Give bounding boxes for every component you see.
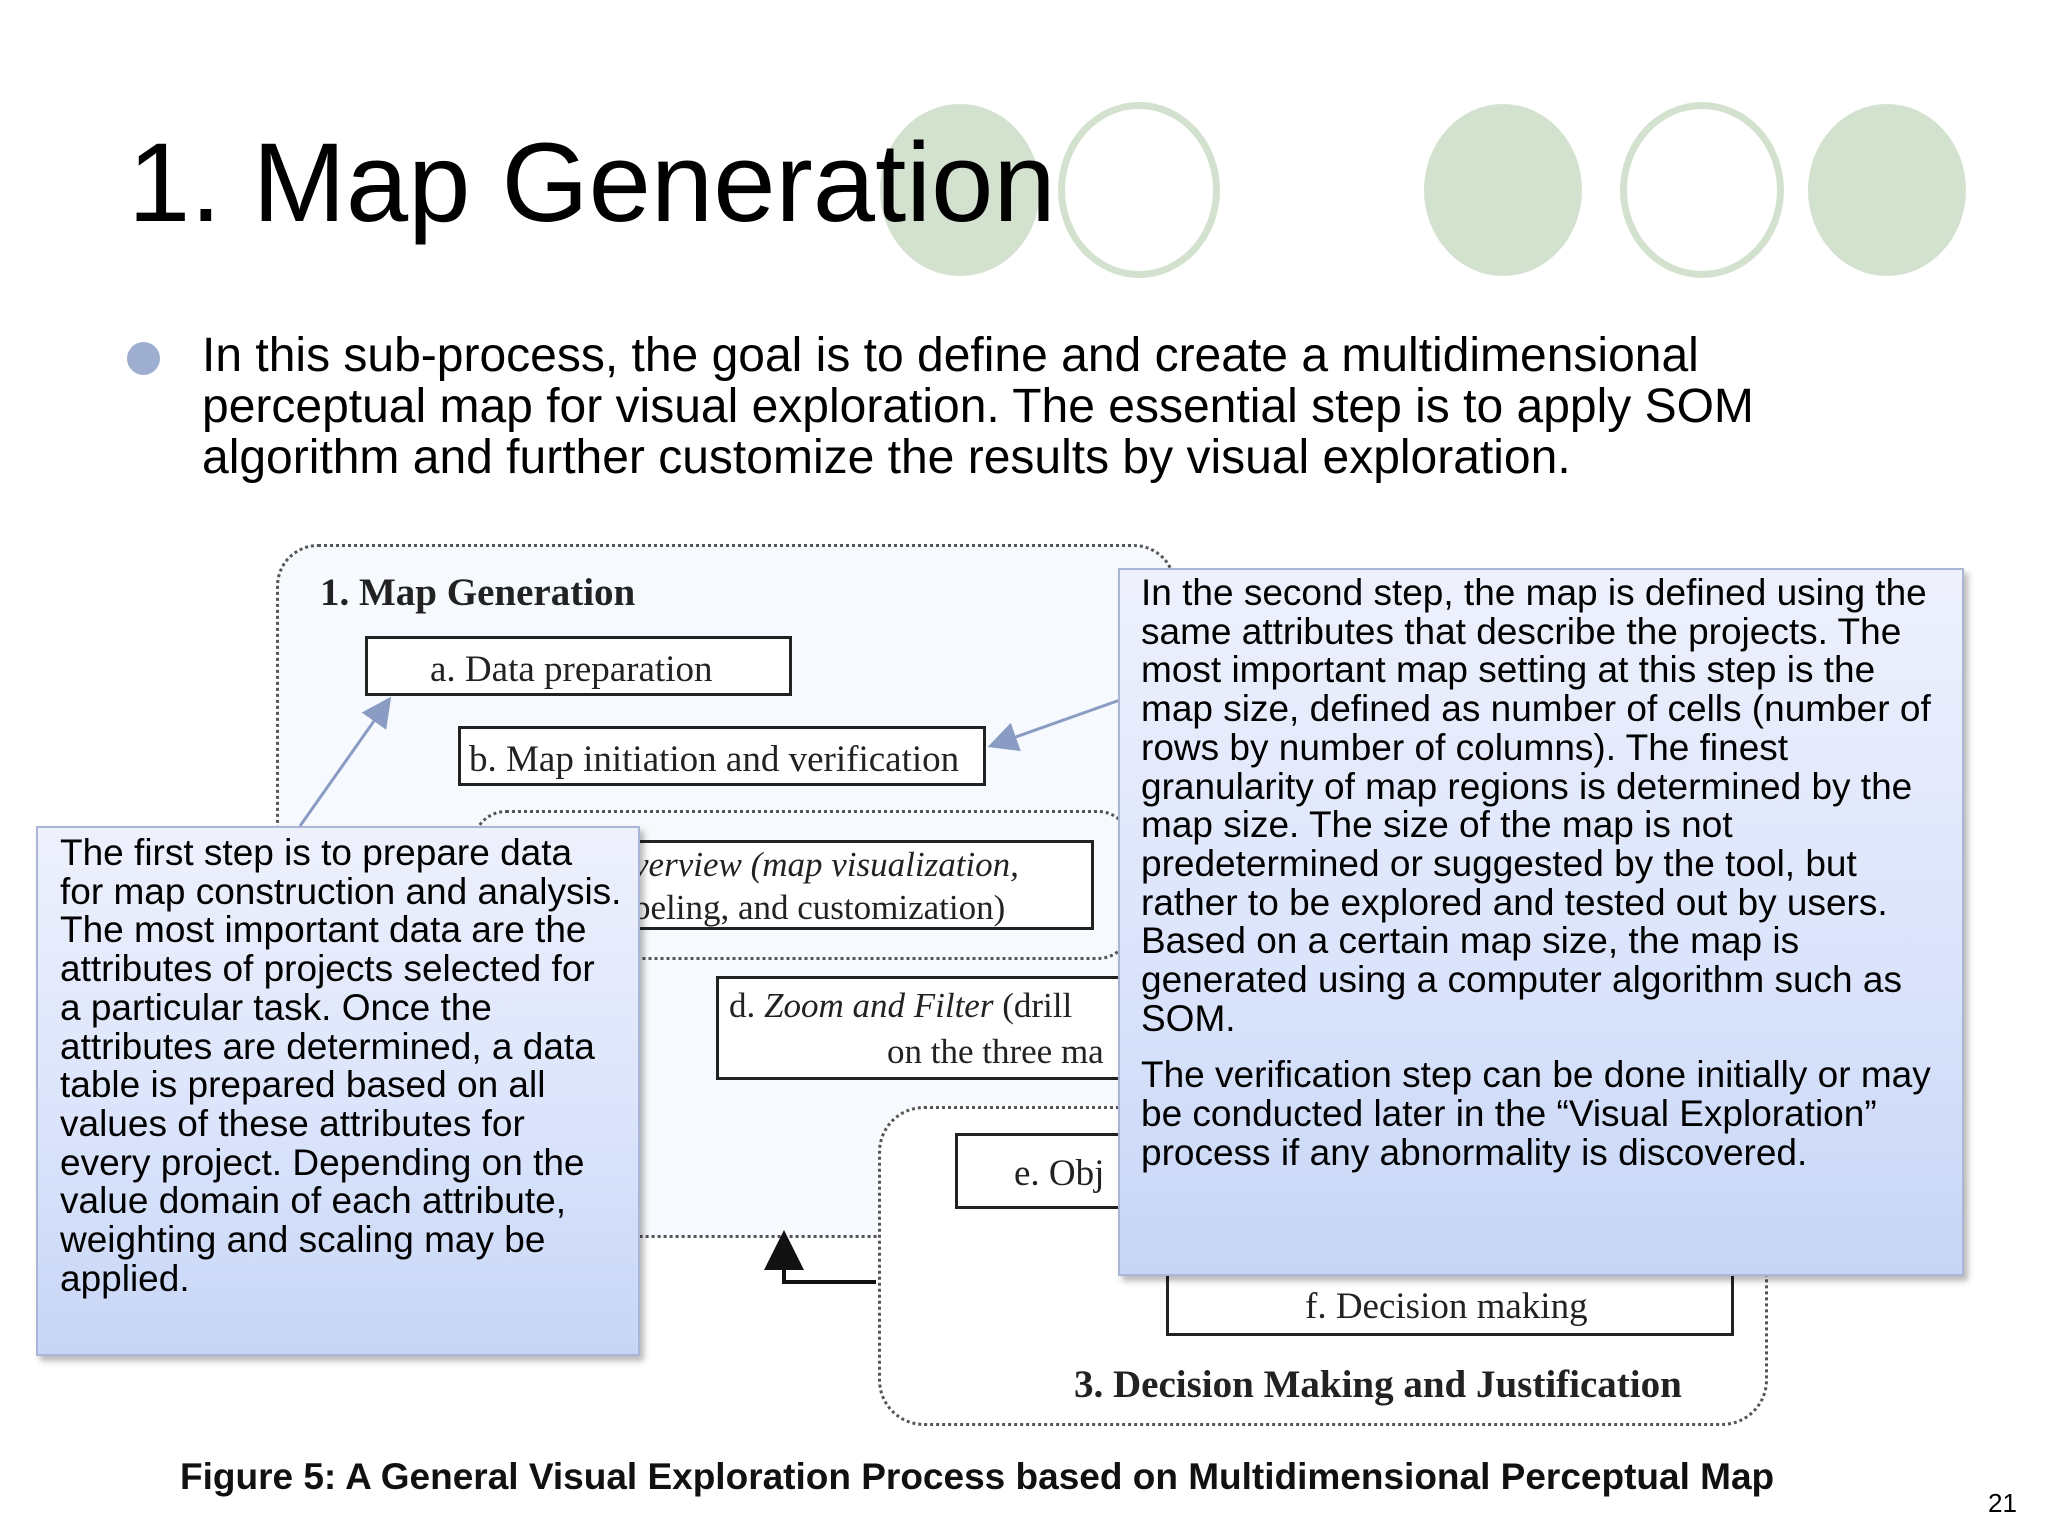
callout-map-initiation: In the second step, the map is defined u… xyxy=(1118,568,1964,1276)
step-box-overview-line2: beling, and customization) xyxy=(633,888,1006,927)
zoom-rest: (drill xyxy=(993,986,1073,1025)
section1-heading: 1. Map Generation xyxy=(320,571,636,614)
step-box-data-preparation: a. Data preparation xyxy=(365,636,792,696)
decorative-circle-2 xyxy=(1424,104,1582,276)
callout-right-paragraph-2: The verification step can be done initia… xyxy=(1141,1054,1931,1173)
step-box-zoom-filter: d. Zoom and Filter (drill on the three m… xyxy=(716,976,1136,1080)
slide-title: 1. Map Generation xyxy=(128,120,1056,245)
figure-caption: Figure 5: A General Visual Exploration P… xyxy=(180,1456,1775,1497)
step-box-map-initiation: b. Map initiation and verification xyxy=(458,726,986,786)
decorative-circle-1 xyxy=(880,104,1040,276)
bullet-text: In this sub-process, the goal is to defi… xyxy=(202,329,1754,484)
slide-number: 21 xyxy=(1988,1488,2017,1518)
callout-right-paragraph-1: In the second step, the map is defined u… xyxy=(1141,572,1931,1039)
step-box-decision-making: f. Decision making xyxy=(1166,1272,1734,1336)
zoom-prefix: d. xyxy=(729,986,764,1025)
decorative-ring-2 xyxy=(1620,102,1784,278)
step-box-zoom-filter-line1: d. Zoom and Filter (drill xyxy=(729,983,1133,1029)
decorative-ring-1 xyxy=(1058,102,1220,278)
feedback-arrow xyxy=(764,1230,876,1284)
zoom-filter-italic: Zoom and Filter xyxy=(764,986,994,1025)
bullet-dot-icon xyxy=(127,342,160,375)
section3-heading: 3. Decision Making and Justification xyxy=(1074,1363,1682,1406)
callout-data-preparation: The first step is to prepare data for ma… xyxy=(36,826,640,1356)
decorative-circle-3 xyxy=(1808,104,1966,276)
step-box-zoom-filter-line2: on the three ma xyxy=(887,1032,1104,1071)
step-box-overview: verview (map visualization, beling, and … xyxy=(600,840,1094,930)
overview-italic: verview (map visualization, xyxy=(633,845,1019,884)
step-box-overview-line1: verview (map visualization, xyxy=(633,843,1091,886)
